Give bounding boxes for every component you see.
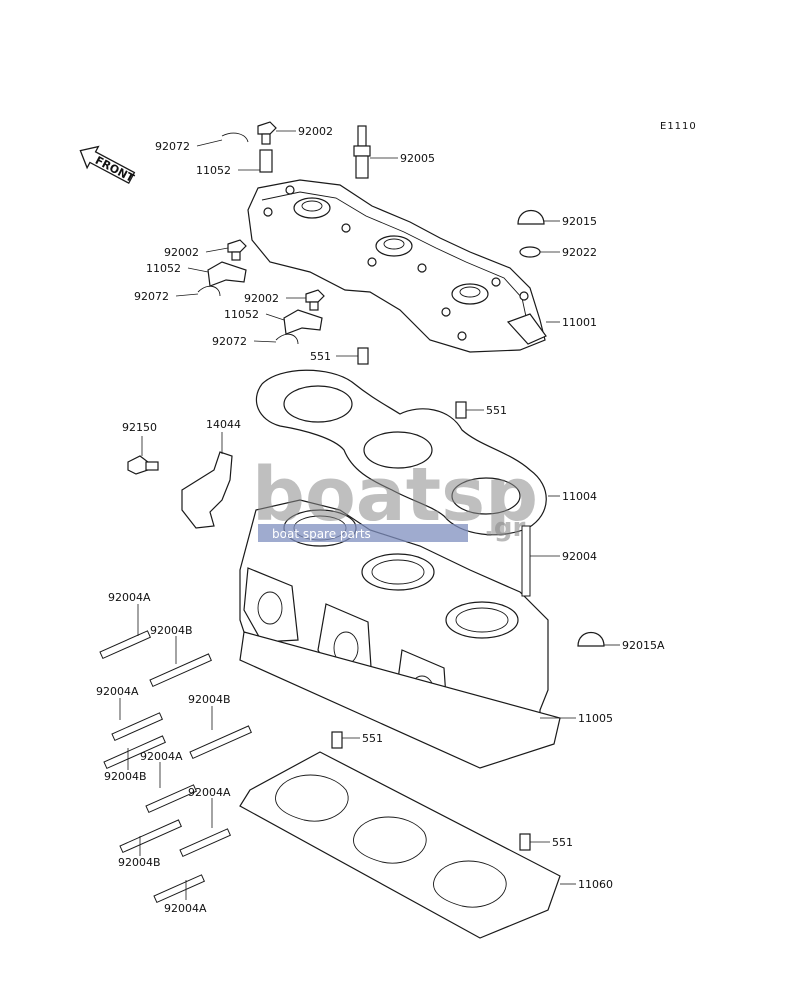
reference-code: E1110 bbox=[660, 121, 697, 132]
callout-label: 551 bbox=[486, 404, 507, 417]
callout-label: 92004B bbox=[104, 770, 147, 783]
sleeve-11052-top bbox=[259, 149, 273, 173]
head-gasket bbox=[255, 369, 547, 536]
callout-label: 11052 bbox=[196, 164, 231, 177]
clip-92072-top bbox=[221, 132, 249, 143]
callout-label: 92004B bbox=[118, 856, 161, 869]
callout-label: 92150 bbox=[122, 421, 157, 434]
watermark-tagline: boat spare parts bbox=[272, 527, 371, 541]
front-arrow-icon: FRONT bbox=[79, 145, 137, 185]
callout-label: 551 bbox=[552, 836, 573, 849]
clip-92072-mid bbox=[197, 285, 221, 297]
dowel-551-d bbox=[519, 833, 531, 851]
callout-label: 92072 bbox=[134, 290, 169, 303]
callout-label: 92004A bbox=[96, 685, 139, 698]
cap-nut-92015a bbox=[577, 631, 605, 647]
callout-label: 14044 bbox=[206, 418, 241, 431]
callout-label: 92004A bbox=[140, 750, 183, 763]
callout-label: 92002 bbox=[164, 246, 199, 259]
dowel-551-b bbox=[455, 401, 467, 419]
callout-label: 11005 bbox=[578, 712, 613, 725]
callout-label: 92002 bbox=[244, 292, 279, 305]
sleeve-11052-lower bbox=[283, 309, 323, 335]
callout-label: 92072 bbox=[212, 335, 247, 348]
fitting-92005 bbox=[353, 125, 371, 179]
washer-92022 bbox=[519, 246, 541, 258]
callouts: 92072 92002 11052 92005 92015 92022 9200… bbox=[96, 125, 665, 915]
callout-label: 92005 bbox=[400, 152, 435, 165]
bolt-92002-mid bbox=[227, 239, 247, 261]
dowel-551-a bbox=[357, 347, 369, 365]
callout-label: 92022 bbox=[562, 246, 597, 259]
callout-label: 92015 bbox=[562, 215, 597, 228]
callout-label: 92004B bbox=[188, 693, 231, 706]
watermark-brand: boatsp bbox=[252, 452, 538, 538]
callout-label: 11004 bbox=[562, 490, 597, 503]
callout-label: 551 bbox=[310, 350, 331, 363]
cap-nut-92015 bbox=[517, 209, 545, 225]
callout-label: 92004 bbox=[562, 550, 597, 563]
bolt-92002-top bbox=[257, 121, 277, 145]
stud-92004 bbox=[521, 525, 531, 597]
callout-label: 92015A bbox=[622, 639, 665, 652]
callout-label: 11060 bbox=[578, 878, 613, 891]
watermark: boatsp boat spare parts .gr bbox=[252, 452, 538, 543]
bracket-14044 bbox=[181, 451, 233, 529]
callout-label: 11052 bbox=[224, 308, 259, 321]
callout-label: 92004A bbox=[164, 902, 207, 915]
callout-label: 92004B bbox=[150, 624, 193, 637]
dowel-551-c bbox=[331, 731, 343, 749]
callout-label: 11052 bbox=[146, 262, 181, 275]
callout-label: 551 bbox=[362, 732, 383, 745]
bolt-92002-lower bbox=[305, 289, 325, 311]
bolt-92150 bbox=[127, 455, 159, 475]
cylinder-head bbox=[247, 179, 547, 353]
callout-label: 92072 bbox=[155, 140, 190, 153]
clip-92072-lower bbox=[275, 333, 299, 345]
sleeve-11052-mid bbox=[207, 261, 247, 287]
base-gasket bbox=[239, 751, 561, 939]
callout-label: 11001 bbox=[562, 316, 597, 329]
watermark-suffix: .gr bbox=[484, 513, 525, 543]
front-label: FRONT bbox=[93, 154, 137, 185]
callout-label: 92004A bbox=[108, 591, 151, 604]
studs-group bbox=[99, 630, 252, 904]
leader-lines bbox=[119, 130, 620, 900]
callout-label: 92004A bbox=[188, 786, 231, 799]
callout-label: 92002 bbox=[298, 125, 333, 138]
